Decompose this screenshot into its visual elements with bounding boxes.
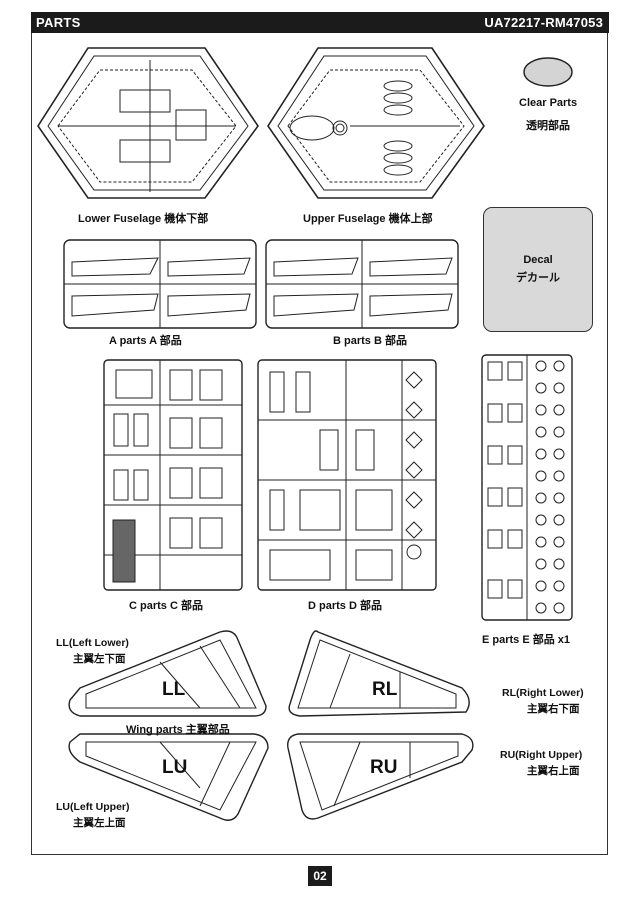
wing-ll-label-en: LL(Left Lower) xyxy=(56,637,129,649)
d-sprue-drawing xyxy=(257,359,437,591)
wing-lu-drawing xyxy=(68,733,269,821)
page-frame xyxy=(31,33,608,855)
wing-rl-drawing xyxy=(288,630,470,717)
wing-rl-label-en: RL(Right Lower) xyxy=(502,687,584,699)
e-sprue-pieces xyxy=(487,361,523,599)
d-parts-caption: D parts D 部品 xyxy=(308,600,382,612)
decal-box: Decal デカール xyxy=(483,207,593,332)
clear-part-drawing xyxy=(523,57,573,87)
e-sprue-drawing xyxy=(481,354,573,621)
b-sprue-drawing xyxy=(265,239,459,329)
wing-ll-drawing xyxy=(68,630,267,717)
decal-caption-jp: デカール xyxy=(516,272,560,284)
e-sprue-wheels xyxy=(535,360,565,614)
wing-lu-label-jp: 主翼左上面 xyxy=(73,817,126,829)
a-parts-caption: A parts A 部品 xyxy=(109,335,182,347)
wing-lu-tag: LU xyxy=(162,757,187,778)
wing-ru-tag: RU xyxy=(370,757,397,778)
wing-ll-label-jp: 主翼左下面 xyxy=(73,653,126,665)
wing-ll-tag: LL xyxy=(162,679,186,700)
upper-fuselage-drawing xyxy=(267,47,485,199)
decal-caption-en: Decal xyxy=(523,254,553,266)
c-sprue-drawing xyxy=(103,359,243,591)
page-header: PARTS UA72217-RM47053 xyxy=(31,12,609,33)
section-title: PARTS xyxy=(36,15,81,30)
clear-parts-caption-jp: 透明部品 xyxy=(526,120,570,132)
clear-parts-caption-en: Clear Parts xyxy=(519,97,578,109)
page-number: 02 xyxy=(308,866,332,886)
e-parts-caption: E parts E 部品 x1 xyxy=(482,634,571,646)
wing-rl-label-jp: 主翼右下面 xyxy=(527,703,580,715)
product-code: UA72217-RM47053 xyxy=(484,15,603,30)
b-parts-caption: B parts B 部品 xyxy=(333,335,407,347)
lower-fuselage-caption: Lower Fuselage 機体下部 xyxy=(78,213,209,225)
wing-ru-label-en: RU(Right Upper) xyxy=(500,749,583,761)
wing-parts-caption: Wing parts 主翼部品 xyxy=(126,724,230,736)
c-parts-caption: C parts C 部品 xyxy=(129,600,203,612)
wing-ru-drawing xyxy=(287,733,474,820)
a-sprue-drawing xyxy=(63,239,257,329)
wing-ru-label-jp: 主翼右上面 xyxy=(527,765,580,777)
wing-rl-tag: RL xyxy=(372,679,398,700)
lower-fuselage-drawing xyxy=(37,47,259,199)
wing-lu-label-en: LU(Left Upper) xyxy=(56,801,130,813)
upper-fuselage-caption: Upper Fuselage 機体上部 xyxy=(303,213,433,225)
